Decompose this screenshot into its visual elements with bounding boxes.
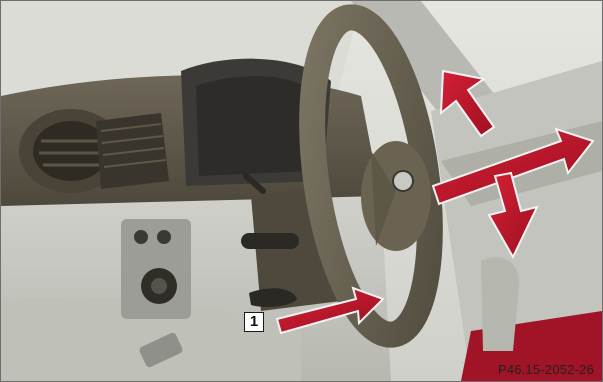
gear-shift-knob — [481, 257, 519, 351]
figure-code: P46.15-2052-26 — [498, 362, 594, 377]
light-switch-center — [151, 278, 167, 294]
fog-lamp-button — [134, 230, 148, 244]
callout-1: 1 — [244, 312, 264, 332]
rear-fog-button — [157, 230, 171, 244]
emblem-icon — [393, 171, 413, 191]
combination-switch-stalk — [241, 233, 299, 249]
cluster-screen — [196, 76, 316, 176]
